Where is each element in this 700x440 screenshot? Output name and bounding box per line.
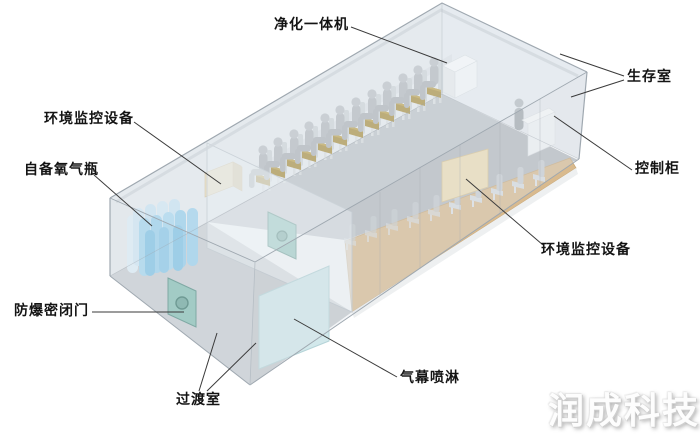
inner-sealed-door	[267, 211, 297, 260]
blast-door-panel	[167, 277, 197, 328]
roof-panel	[110, 3, 587, 262]
roof-rim	[115, 8, 579, 204]
standing-figure	[514, 98, 524, 130]
front-wall	[250, 72, 587, 385]
watermark-logo: 润成科技	[547, 391, 700, 432]
purifier-unit-box	[442, 54, 478, 99]
